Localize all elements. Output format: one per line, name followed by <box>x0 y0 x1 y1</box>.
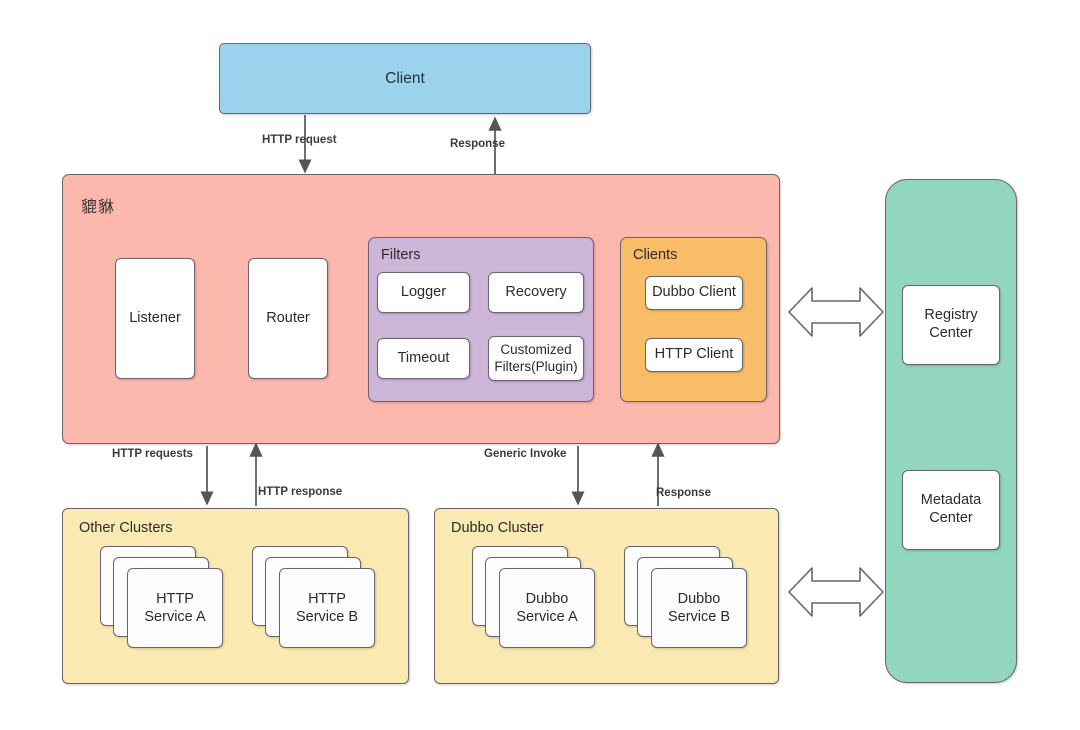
http-service-b-stack[interactable]: HTTP Service B <box>252 546 375 648</box>
filter-customized-line2: Filters(Plugin) <box>494 358 578 374</box>
listener-label: Listener <box>129 309 181 326</box>
http-service-a-line2: Service A <box>144 609 206 625</box>
filter-recovery[interactable]: Recovery <box>488 272 584 313</box>
dubbo-service-a-card[interactable]: Dubbo Service A <box>499 568 595 648</box>
dubbo-service-a-stack[interactable]: Dubbo Service A <box>472 546 595 648</box>
label-http-requests: HTTP requests <box>112 448 193 460</box>
http-service-a-line1: HTTP <box>156 590 194 607</box>
http-client-label: HTTP Client <box>654 346 734 363</box>
filter-recovery-label: Recovery <box>505 283 567 300</box>
double-arrow-cluster-registry <box>788 567 884 617</box>
filter-customized[interactable]: Customized Filters(Plugin) <box>488 336 584 381</box>
metadata-center-line1: Metadata <box>920 492 982 509</box>
http-service-b-line1: HTTP <box>308 590 346 607</box>
dubbo-service-b-line2: Service B <box>667 609 731 625</box>
router-label: Router <box>266 309 310 326</box>
filter-logger-label: Logger <box>400 283 447 300</box>
dubbo-client-box[interactable]: Dubbo Client <box>645 276 743 310</box>
router-box[interactable]: Router <box>248 258 328 379</box>
filter-logger[interactable]: Logger <box>377 272 470 313</box>
clients-title: Clients <box>633 247 678 263</box>
http-service-a-stack[interactable]: HTTP Service A <box>100 546 223 648</box>
dubbo-cluster-title: Dubbo Cluster <box>451 520 544 536</box>
registry-panel[interactable] <box>885 179 1017 683</box>
listener-box[interactable]: Listener <box>115 258 195 379</box>
http-client-box[interactable]: HTTP Client <box>645 338 743 372</box>
label-generic-invoke: Generic Invoke <box>484 448 567 460</box>
clients-panel[interactable]: Clients <box>620 237 767 402</box>
dubbo-service-b-card[interactable]: Dubbo Service B <box>651 568 747 648</box>
filter-timeout[interactable]: Timeout <box>377 338 470 379</box>
http-service-b-line2: Service B <box>295 609 359 625</box>
registry-center-box[interactable]: Registry Center <box>902 285 1000 365</box>
client-label: Client <box>385 69 425 87</box>
http-service-a-card[interactable]: HTTP Service A <box>127 568 223 648</box>
dubbo-service-b-line1: Dubbo <box>677 590 721 607</box>
http-service-b-card[interactable]: HTTP Service B <box>279 568 375 648</box>
filters-title: Filters <box>381 247 421 263</box>
double-arrow-gateway-registry <box>788 287 884 337</box>
other-clusters-title: Other Clusters <box>79 520 173 536</box>
label-http-request: HTTP request <box>262 134 337 146</box>
dubbo-service-a-line1: Dubbo <box>525 590 569 607</box>
registry-center-line2: Center <box>929 325 973 341</box>
dubbo-service-a-line2: Service A <box>516 609 578 625</box>
gateway-title: 貔貅 <box>81 199 116 216</box>
filter-customized-line1: Customized <box>500 342 572 358</box>
metadata-center-line2: Center <box>929 510 973 526</box>
client-box[interactable]: Client <box>219 43 591 114</box>
dubbo-service-b-stack[interactable]: Dubbo Service B <box>624 546 747 648</box>
label-response-bottom: Response <box>656 487 711 499</box>
registry-center-line1: Registry <box>924 307 978 324</box>
metadata-center-box[interactable]: Metadata Center <box>902 470 1000 550</box>
label-response-top: Response <box>450 138 505 150</box>
dubbo-client-label: Dubbo Client <box>652 284 736 301</box>
filter-timeout-label: Timeout <box>397 349 450 366</box>
label-http-response: HTTP response <box>258 486 343 498</box>
